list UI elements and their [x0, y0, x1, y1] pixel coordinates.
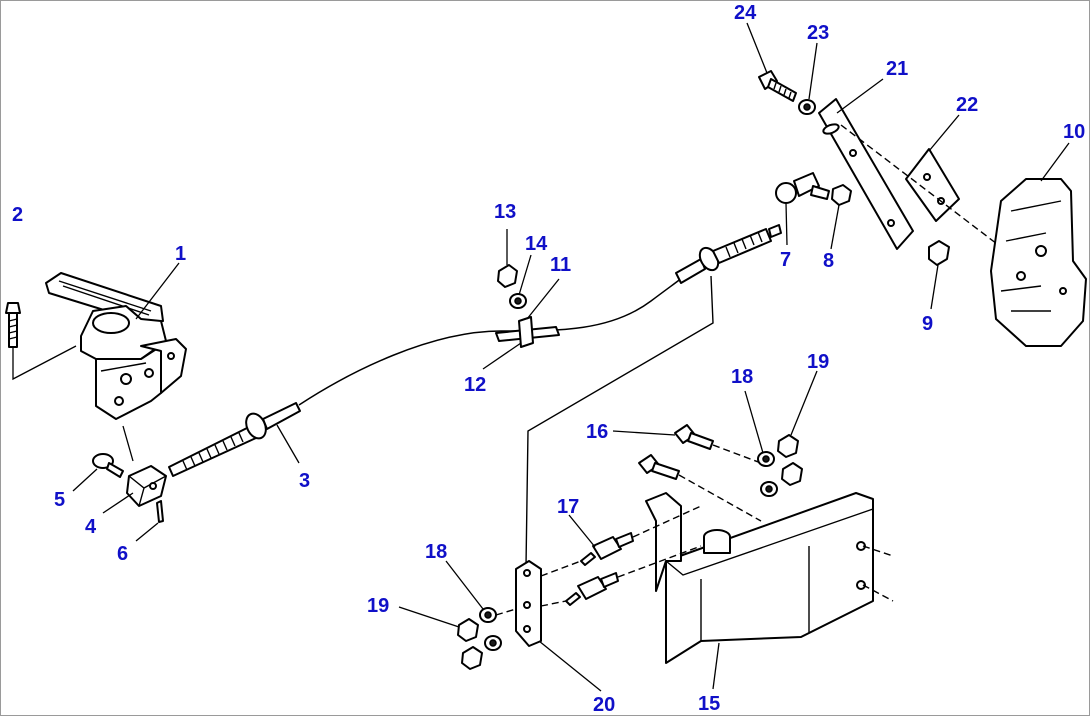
nut-8 [831, 184, 852, 206]
nut-9 [928, 240, 950, 266]
callout-22: 22 [956, 94, 978, 116]
washer-14 [509, 293, 527, 309]
washer-23 [798, 99, 816, 115]
pin-6 [156, 500, 164, 523]
nut-13 [497, 264, 518, 288]
bracket-15 [645, 492, 874, 664]
callout-10: 10 [1063, 121, 1085, 143]
leader-23 [808, 42, 818, 100]
dash-lower-nuts [495, 608, 517, 616]
leader-21 [836, 78, 884, 114]
bracket-20 [515, 560, 542, 647]
callout-15: 15 [698, 693, 720, 715]
leader-9 [930, 264, 939, 310]
leader-4 [102, 492, 134, 514]
nut-19-upper [777, 434, 799, 458]
bolt-16 [674, 424, 714, 450]
callout-7: 7 [780, 249, 791, 271]
washer-18-lower [479, 607, 497, 623]
accelerator-pedal [45, 272, 187, 420]
nut-19-upper-b [781, 462, 803, 486]
callout-23: 23 [807, 22, 829, 44]
leader-16 [612, 430, 676, 436]
leader-18-lower [445, 560, 484, 610]
callout-24: 24 [734, 2, 757, 24]
leader-2-mount [12, 345, 77, 381]
bolt-16b [638, 454, 680, 480]
callout-4: 4 [85, 516, 97, 538]
leader-11 [526, 278, 560, 320]
dash-mount-lower [540, 600, 567, 607]
callout-1: 1 [175, 243, 186, 265]
callout-12: 12 [464, 374, 486, 396]
mount-17-upper [580, 532, 634, 566]
leader-18-upper [744, 390, 764, 454]
ball-joint-7 [775, 172, 830, 204]
dash-mount-upper [540, 560, 582, 577]
dash-mount-bracket-a [632, 505, 702, 538]
leader-19-upper [790, 370, 818, 436]
washer-18-lower-b [484, 635, 502, 651]
leader-pedal-block [122, 425, 134, 462]
leader-24 [746, 22, 768, 74]
leader-3 [276, 424, 300, 464]
callout-19-upper: 19 [807, 351, 829, 373]
callout-3: 3 [299, 470, 310, 492]
dash-bolt16-nut [712, 444, 762, 464]
leader-15 [712, 642, 720, 690]
leader-5 [72, 468, 98, 492]
callout-20: 20 [593, 694, 615, 715]
leader-6 [135, 522, 159, 542]
callout-18-upper: 18 [731, 366, 753, 388]
dash-bracket-hole-2 [862, 584, 894, 602]
leader-22 [928, 114, 960, 152]
block-4 [126, 465, 167, 507]
injection-pump-10 [990, 178, 1087, 347]
leader-8 [830, 204, 840, 250]
plate-22 [905, 148, 960, 222]
callout-13: 13 [494, 201, 516, 223]
callout-18-lower: 18 [425, 541, 447, 563]
callout-17: 17 [557, 496, 579, 518]
leader-20 [538, 640, 602, 692]
callout-8: 8 [823, 250, 834, 272]
washer-18-upper-b [760, 481, 778, 497]
leader-19-lower [398, 606, 460, 628]
bolt-2 [5, 302, 21, 348]
control-cable [298, 270, 692, 406]
callout-6: 6 [117, 543, 128, 565]
callout-11: 11 [550, 254, 571, 276]
callout-21: 21 [886, 58, 908, 80]
lever-21 [818, 98, 914, 250]
dash-lever-plate [840, 124, 1002, 248]
clamp-11 [495, 316, 560, 348]
dash-bracket-hole-1 [862, 545, 894, 557]
callout-9: 9 [922, 313, 933, 335]
leader-17 [568, 514, 596, 548]
callout-5: 5 [54, 489, 65, 511]
callout-16: 16 [586, 421, 608, 443]
dash-mount-bracket-b [617, 545, 702, 578]
washer-18-upper [757, 451, 775, 467]
bolt-5 [92, 453, 124, 478]
mount-17-lower [565, 572, 619, 606]
cable-rod-end [675, 224, 782, 284]
dash-bolt16b-bracket [678, 474, 762, 522]
cable-end-3 [168, 402, 301, 477]
callout-2: 2 [12, 204, 23, 226]
leader-12 [482, 342, 522, 370]
leader-7 [785, 202, 788, 246]
callout-14: 14 [525, 233, 548, 255]
nut-19-lower-b [461, 646, 483, 670]
leader-10 [1040, 142, 1070, 182]
callout-19-lower: 19 [367, 595, 389, 617]
nut-19-lower [457, 618, 479, 642]
cable-route-line [525, 275, 714, 567]
bolt-24 [758, 70, 797, 102]
leader-14 [518, 254, 532, 296]
leader-1 [135, 262, 180, 320]
